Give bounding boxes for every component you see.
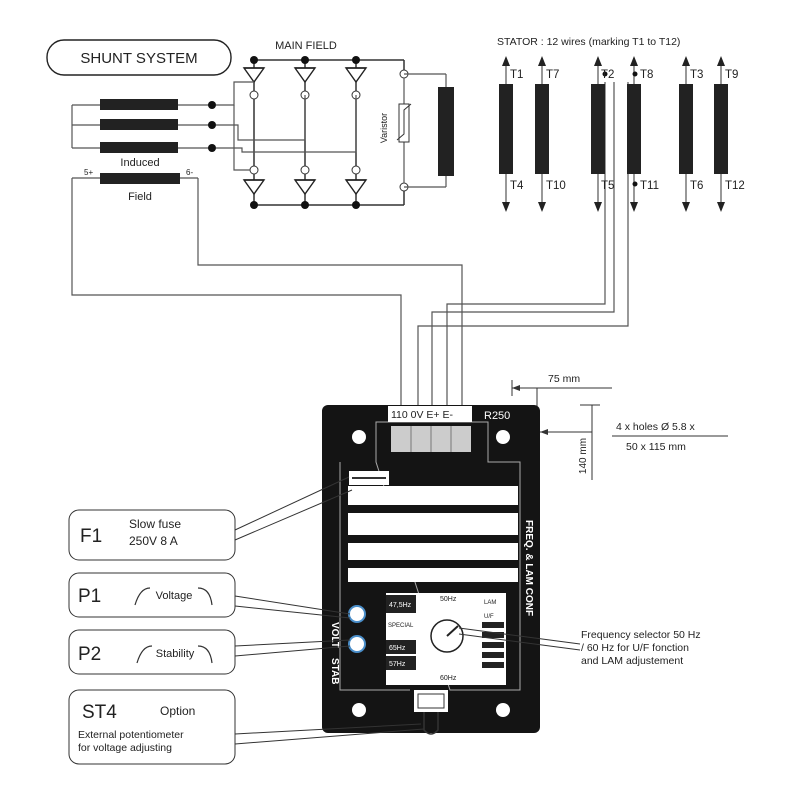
- stab-label: STAB: [329, 658, 340, 684]
- width-dimension: 75 mm: [548, 373, 580, 385]
- induced-windings: Induced: [71, 81, 357, 171]
- stator-label-t11: T11: [640, 180, 659, 192]
- st4-option: Option: [160, 704, 195, 718]
- callout-f1: F1 Slow fuse 250V 8 A: [68, 476, 353, 561]
- dimension-annotations: 75 mm 140 mm 4 x holes Ø 5.8 x 50 x 115 …: [511, 373, 728, 480]
- stator-label-t6: T6: [690, 180, 703, 192]
- shunt-system-text: SHUNT SYSTEM: [80, 50, 197, 67]
- stator-windings: T1 T7 T2 T8 T3 T9 T4 T10 T5 T11 T6 T12: [499, 56, 745, 212]
- sel-60-label: 60Hz: [440, 675, 457, 682]
- board-model: R250: [484, 410, 510, 422]
- f1-text-1: Slow fuse: [129, 517, 181, 531]
- p2-id: P2: [78, 644, 101, 665]
- diode-column-1: [242, 56, 266, 209]
- sel-65-label: 65Hz: [389, 645, 406, 652]
- stator-label-t12: T12: [725, 180, 745, 192]
- induced-label: Induced: [120, 157, 159, 169]
- stator-label-t7: T7: [546, 69, 559, 81]
- f1-id: F1: [80, 526, 102, 547]
- sel-47-label: 47,5Hz: [389, 602, 412, 609]
- sel-lam-label: LAM: [484, 600, 496, 606]
- main-field-label: MAIN FIELD: [275, 40, 337, 52]
- p1-text: Voltage: [156, 590, 193, 602]
- callout-p2: P2 Stability: [68, 629, 351, 675]
- freq-text-2: / 60 Hz for U/F fonction: [581, 642, 689, 654]
- stator-label-t2: T2: [601, 69, 614, 81]
- rectifier-bridge: Varistor: [242, 56, 454, 209]
- st4-id: ST4: [82, 702, 117, 723]
- holes-label-2: 50 x 115 mm: [626, 441, 686, 453]
- terminal-labels: 110 0V E+ E-: [391, 409, 453, 421]
- shunt-system-label: SHUNT SYSTEM: [46, 39, 232, 76]
- sel-57-label: 57Hz: [389, 661, 406, 668]
- volt-label: VOLT: [329, 622, 340, 648]
- stator-label-t5: T5: [601, 180, 614, 192]
- holes-label-1: 4 x holes Ø 5.8 x: [616, 421, 696, 433]
- callout-frequency-selector: Frequency selector 50 Hz / 60 Hz for U/F…: [458, 627, 701, 667]
- stator-title: STATOR : 12 wires (marking T1 to T12): [497, 36, 680, 48]
- board-wires: [71, 82, 629, 405]
- freq-text-3: and LAM adjustement: [581, 655, 683, 667]
- f1-text-2: 250V 8 A: [129, 534, 178, 548]
- stator-label-t10: T10: [546, 180, 566, 192]
- stator-label-t1: T1: [510, 69, 523, 81]
- stator-label-t8: T8: [640, 69, 653, 81]
- callout-p1: P1 Voltage: [68, 572, 351, 619]
- field-label: Field: [128, 191, 152, 203]
- stator-label-t4: T4: [510, 180, 524, 192]
- sel-special-label: SPECIAL: [388, 623, 414, 629]
- p1-id: P1: [78, 586, 101, 607]
- exciter-field: 5+ 6- Field: [72, 168, 198, 203]
- main-field-coil: [438, 87, 454, 176]
- varistor-label: Varistor: [379, 113, 389, 143]
- stator-label-t3: T3: [690, 69, 703, 81]
- regulator-board: 110 0V E+ E- R250 FREQ. & LAM CONF VOLT …: [322, 405, 540, 735]
- board-side-label: FREQ. & LAM CONF: [523, 520, 534, 616]
- stability-potentiometer[interactable]: [348, 635, 366, 653]
- stator-label-t9: T9: [725, 69, 738, 81]
- voltage-potentiometer[interactable]: [348, 605, 366, 623]
- freq-text-1: Frequency selector 50 Hz: [581, 629, 701, 641]
- height-dimension: 140 mm: [578, 438, 589, 474]
- st4-text-1: External potentiometer: [78, 729, 184, 741]
- sel-uf-label: U/F: [484, 614, 494, 620]
- p2-text: Stability: [156, 648, 195, 660]
- callout-st4: ST4 Option External potentiometer for vo…: [68, 689, 425, 765]
- field-minus-label: 6-: [186, 168, 193, 177]
- sel-50-label: 50Hz: [440, 596, 457, 603]
- field-plus-label: 5+: [84, 168, 93, 177]
- st4-text-2: for voltage adjusting: [78, 742, 172, 754]
